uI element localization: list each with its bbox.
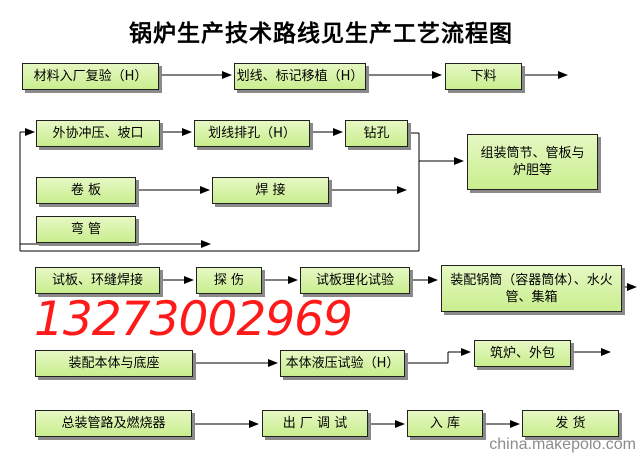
step-assemble-shell: 组装筒节、管板与炉胆等 (467, 134, 598, 190)
step-assemble-drum: 装配锅筒（容器筒体）、水火管、集箱 (441, 265, 622, 312)
step-final-assembly: 总装管路及燃烧器 (35, 410, 192, 437)
step-shipping: 发 货 (522, 410, 619, 437)
step-drilling: 钻孔 (345, 120, 408, 147)
step-cutting: 下料 (445, 63, 522, 90)
step-welding: 焊 接 (212, 177, 329, 204)
page-title: 锅炉生产技术路线见生产工艺流程图 (129, 20, 513, 47)
step-marking-transfer: 划线、标记移植（H） (234, 63, 366, 90)
step-bending: 弯 管 (36, 216, 136, 243)
step-flaw-detection: 探 伤 (196, 267, 262, 294)
step-rolling: 卷 板 (36, 177, 136, 204)
watermark: china.makepolo.com (489, 436, 636, 453)
step-assemble-body-base: 装配本体与底座 (35, 350, 193, 377)
step-hydraulic-test: 本体液压试验（H） (280, 350, 405, 377)
step-test-plate-welding: 试板、环缝焊接 (35, 267, 160, 294)
step-warehousing: 入 库 (407, 410, 483, 437)
step-material-recheck: 材料入厂复验（H） (22, 63, 159, 90)
step-outsourced-stamping: 外协冲压、坡口 (36, 120, 160, 147)
phone-number-overlay: 13273002969 (34, 292, 353, 347)
step-furnace-building: 筑炉、外包 (474, 340, 571, 367)
step-test-plate-analysis: 试板理化试验 (300, 267, 410, 294)
step-factory-commissioning: 出 厂 调 试 (262, 410, 368, 437)
step-hole-layout: 划线排孔（H） (194, 120, 310, 147)
